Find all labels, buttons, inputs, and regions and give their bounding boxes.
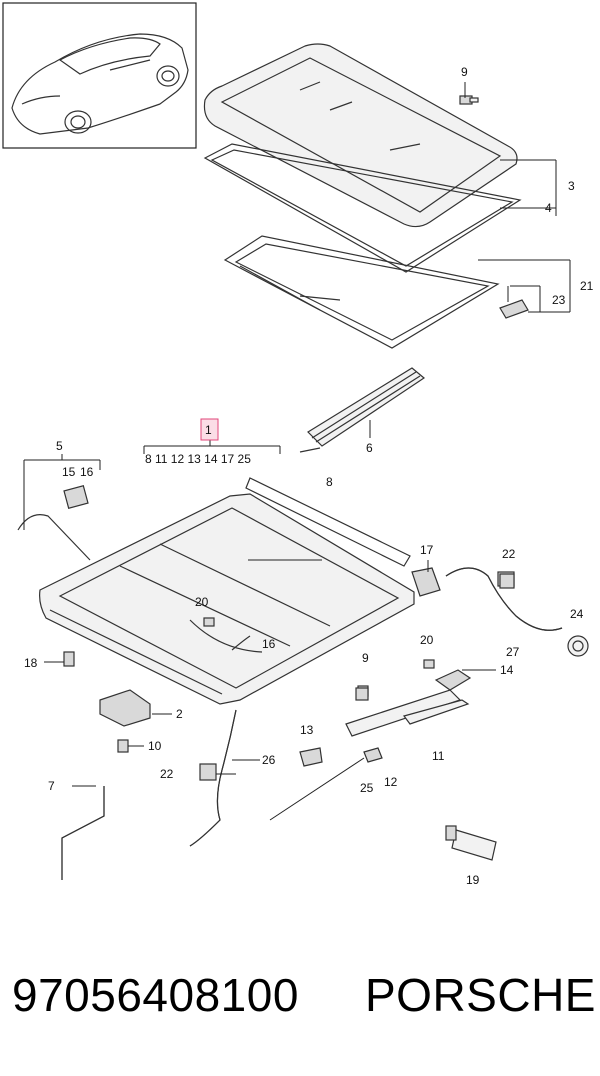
clip-23-part (499, 286, 529, 319)
callout-16-top: 16 (80, 465, 94, 479)
seal-frame-part (203, 143, 522, 273)
clip-22-parts (199, 573, 515, 781)
callout-21: 21 (580, 279, 594, 293)
callout-1: 1 (205, 423, 212, 437)
bolts-small (63, 651, 369, 753)
callout-13: 13 (300, 723, 314, 737)
callout-9-lower: 9 (362, 651, 369, 665)
callout-9-top: 9 (461, 65, 468, 79)
callout-8: 8 (326, 475, 333, 489)
callout-10: 10 (148, 739, 162, 753)
callout-22-left: 22 (160, 767, 174, 781)
callout-23: 23 (552, 293, 566, 307)
motor-2-part (99, 689, 151, 727)
callout-4: 4 (545, 201, 552, 215)
strip-5-part (17, 484, 91, 561)
rail-6-part (299, 367, 426, 453)
wind-deflector-frame-part (223, 235, 500, 349)
callout-25: 25 (360, 781, 374, 795)
callout-19: 19 (466, 873, 480, 887)
hex-key-7-part (61, 786, 105, 880)
glass-lid-part (203, 43, 518, 228)
part-number: 97056408100 (12, 969, 299, 1021)
bolt-9-top (459, 95, 479, 105)
part-17 (411, 567, 441, 597)
callout-16-lower: 16 (262, 637, 276, 651)
vehicle-thumbnail (2, 2, 197, 149)
callout-20-left: 20 (195, 595, 209, 609)
parts-diagram: 1 8 11 12 13 14 17 25 2 3 4 5 6 7 8 9 9 … (2, 2, 594, 887)
callout-24: 24 (570, 607, 584, 621)
small-parts-16-20 (189, 617, 263, 653)
callout-2: 2 (176, 707, 183, 721)
callout-7: 7 (48, 779, 55, 793)
callout-15: 15 (62, 465, 76, 479)
callout-3: 3 (568, 179, 575, 193)
callout-27: 27 (506, 645, 520, 659)
drain-hose-27-part (445, 567, 589, 657)
callout-22-right: 22 (502, 547, 516, 561)
callout-6: 6 (366, 441, 373, 455)
callout-11: 11 (432, 749, 445, 763)
callout-12: 12 (384, 775, 398, 789)
callout-18: 18 (24, 656, 38, 670)
main-frame-assembly (39, 477, 415, 705)
drain-hose-26-part (189, 709, 237, 847)
leader-lines (23, 82, 571, 787)
callout-14: 14 (500, 663, 514, 677)
callout-5: 5 (56, 439, 63, 453)
lifting-mechanism-parts (269, 659, 472, 821)
grease-tube-19-part (445, 825, 497, 861)
brand-name: PORSCHE (365, 969, 596, 1021)
callout-1-highlight (200, 418, 219, 441)
callout-17: 17 (420, 543, 434, 557)
callout-assembly-components: 8 11 12 13 14 17 25 (145, 452, 251, 466)
callout-26: 26 (262, 753, 276, 767)
callout-labels: 1 8 11 12 13 14 17 25 2 3 4 5 6 7 8 9 9 … (24, 65, 594, 887)
callout-20-right: 20 (420, 633, 434, 647)
